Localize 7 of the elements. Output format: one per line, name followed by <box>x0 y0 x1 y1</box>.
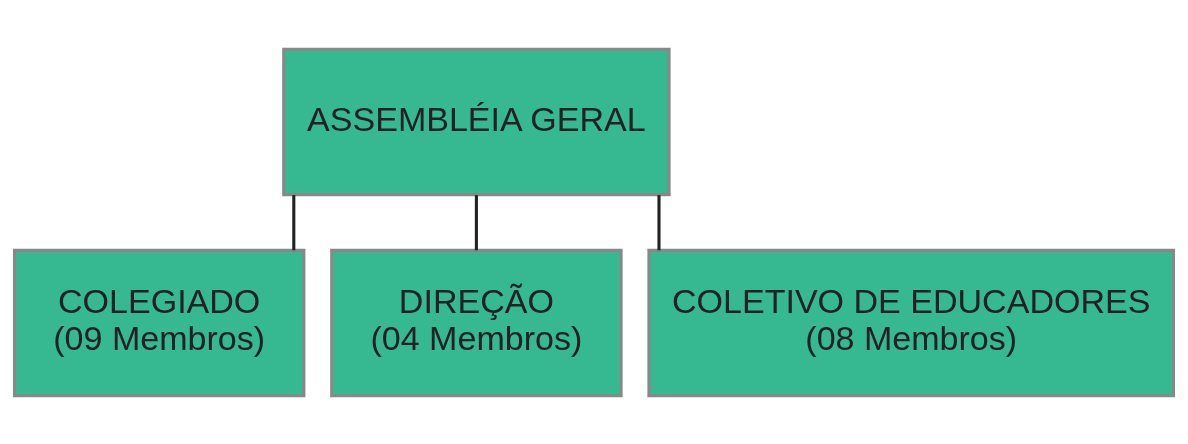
node-box: COLETIVO DE EDUCADORES (08 Membros) <box>647 248 1176 397</box>
node-box: ASSEMBLÉIA GERAL <box>282 47 671 196</box>
connector <box>474 194 478 250</box>
connector <box>657 194 661 250</box>
connector <box>292 194 296 250</box>
node-box: COLEGIADO (09 Membros) <box>12 248 306 397</box>
node-box: DIREÇÃO (04 Membros) <box>330 248 623 397</box>
